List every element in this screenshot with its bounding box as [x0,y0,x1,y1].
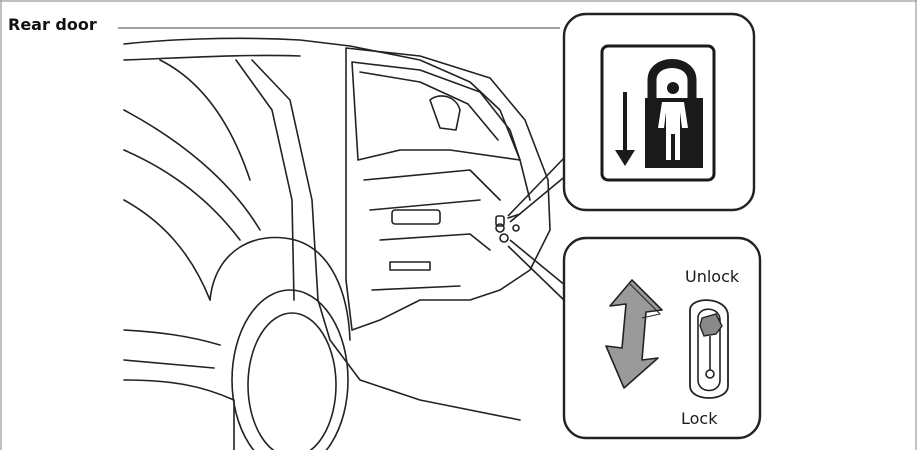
child-lock-lever [690,300,728,398]
car-body [124,38,530,450]
figure-title: Rear door [8,16,101,34]
child-lock-callout [564,14,754,210]
unlock-label: Unlock [685,268,739,286]
lock-label: Lock [681,410,717,428]
child-lock-symbol-icon [645,64,703,169]
rear-door-open [346,48,550,330]
callout-leaders [508,156,568,302]
